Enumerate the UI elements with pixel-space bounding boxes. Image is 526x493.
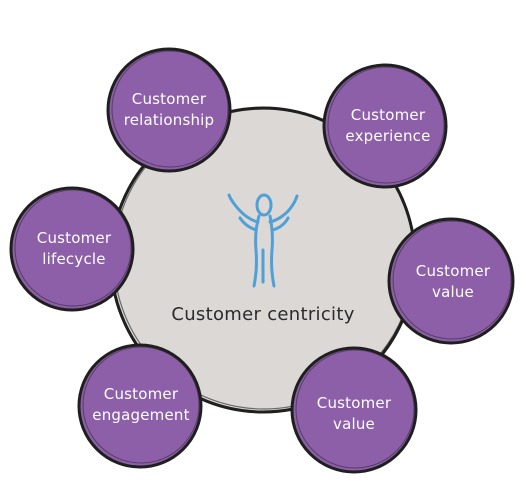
node-customer-engagement: Customer engagement [77,343,203,469]
center-label: Customer centricity [171,304,354,325]
node-customer-experience: Customer experience [322,63,448,189]
node-label-line1: Customer [37,229,112,247]
person-arms-raised-icon [227,193,299,288]
node-label-line2: experience [345,127,430,145]
center-hub: Customer centricity [109,106,417,414]
node-label-line2: lifecycle [42,250,105,268]
node-label-line2: relationship [124,111,215,129]
node-label-line1: Customer [416,262,491,280]
node-label-line2: value [432,283,474,301]
node-customer-value-bottom: Customer value [290,346,418,474]
node-label-line2: engagement [92,406,189,424]
node-customer-relationship: Customer relationship [106,47,232,173]
node-label-line2: value [333,415,375,433]
node-label-line1: Customer [132,90,207,108]
node-label-line1: Customer [351,106,426,124]
node-label-line1: Customer [317,394,392,412]
node-label-line1: Customer [104,385,179,403]
node-customer-lifecycle: Customer lifecycle [9,186,135,312]
node-customer-value-right: Customer value [387,217,515,345]
